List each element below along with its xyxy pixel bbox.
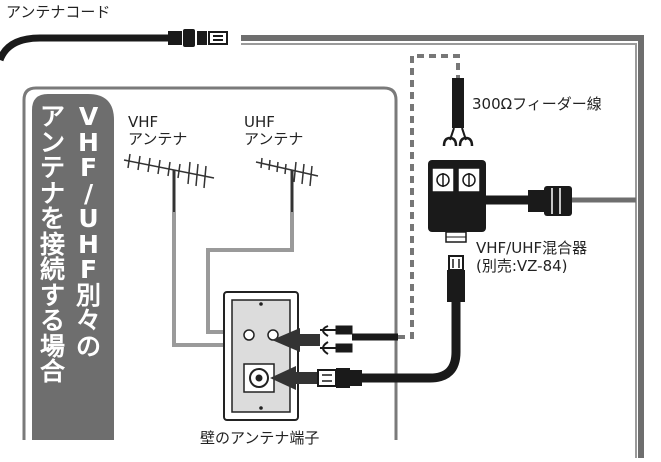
- title-char: 接: [40, 229, 66, 259]
- title-char: ナ: [40, 178, 66, 208]
- feeder-300-ohm: [442, 78, 474, 147]
- mixer-label-1: VHF/UHF混合器: [476, 239, 588, 257]
- title-char: H: [78, 229, 99, 259]
- title-char: ア: [40, 102, 66, 131]
- title-char: の: [76, 331, 102, 361]
- uhf-antenna-label-1: UHF: [244, 113, 275, 131]
- title-char: 続: [40, 255, 66, 284]
- antenna-cord-label: アンテナコード: [6, 3, 111, 21]
- title-char: テ: [40, 153, 66, 182]
- coax-outlet-to-mixer: [362, 255, 465, 383]
- title-char: /: [83, 178, 94, 208]
- title-char: ン: [40, 127, 66, 157]
- vhf-antenna-icon: [123, 153, 215, 212]
- title-char: る: [40, 306, 66, 335]
- vhf-uhf-mixer: [428, 160, 486, 243]
- coax-plug: [317, 368, 362, 388]
- title-line-1: V H F / U H F 別 々 の: [76, 104, 101, 359]
- title-panel: [32, 94, 114, 440]
- title-char: 々: [76, 306, 102, 335]
- wall-outlet: [223, 291, 299, 421]
- title-char: H: [78, 127, 99, 157]
- vhf-antenna-label-1: VHF: [128, 113, 159, 131]
- feeder-line-lower: [320, 54, 460, 355]
- room-box: [22, 86, 398, 440]
- title-char: 別: [76, 280, 102, 310]
- title-char: U: [78, 204, 99, 233]
- outlet-label: 壁のアンテナ端子: [200, 429, 320, 447]
- uhf-antenna-icon: [255, 157, 319, 212]
- uhf-antenna-label-2: アンテナ: [244, 130, 304, 148]
- title-char: F: [79, 255, 98, 284]
- building-frame: [241, 35, 644, 458]
- antenna-cord: [0, 29, 228, 62]
- title-line-2: ア ン テ ナ を 接 続 す る 場 合: [40, 104, 65, 385]
- title-char: を: [40, 204, 66, 233]
- title-char: V: [78, 102, 99, 131]
- title-char: F: [79, 153, 98, 182]
- building-frame-inner: [241, 43, 637, 458]
- title-char: 場: [40, 331, 66, 361]
- feeder-label: 300Ωフィーダー線: [472, 95, 602, 113]
- title-char: 合: [40, 357, 66, 386]
- title-char: す: [40, 280, 66, 310]
- connection-arrows: [270, 328, 320, 390]
- mixer-output-coax: [486, 186, 636, 216]
- vhf-antenna-label-2: アンテナ: [128, 130, 188, 148]
- mixer-label-2: (別売:VZ-84): [476, 257, 568, 275]
